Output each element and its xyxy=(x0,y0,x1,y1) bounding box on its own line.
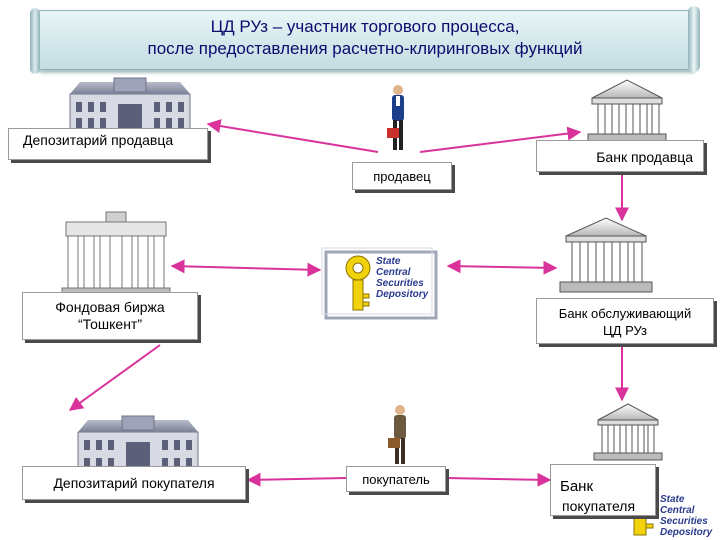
stock-exchange-label-line-2: “Тошкент” xyxy=(77,316,142,332)
buyer-label: покупатель xyxy=(346,466,446,492)
seller-person-icon xyxy=(387,85,404,150)
logo-corner-line-2: Central xyxy=(660,505,695,516)
arrow-servicing-bank-to-logo xyxy=(446,259,558,275)
logo-corner-text: State Central Securities Depository xyxy=(660,494,712,538)
servicing-bank-label-line-2: ЦД РУз xyxy=(603,323,647,338)
seller-label: продавец xyxy=(352,162,452,190)
buyer-bank-label-box xyxy=(550,464,656,516)
buyer-person-icon xyxy=(388,405,406,464)
depository-logo-center xyxy=(321,247,438,320)
buyer-depository-label: Депозитарий покупателя xyxy=(22,466,246,500)
flow-arrows xyxy=(68,119,629,487)
stock-exchange-label-line-1: Фондовая биржа xyxy=(55,299,165,315)
logo-center-line-1: State xyxy=(376,256,401,267)
diagram-title: ЦД РУз – участник торгового процесса, по… xyxy=(50,16,680,60)
arrow-exchange-to-buyer-depository xyxy=(68,344,161,411)
servicing-bank-label: Банк обслуживающий ЦД РУз xyxy=(536,298,714,344)
arrow-buyer-to-depository xyxy=(246,472,347,487)
seller-depository-label: Депозитарий продавца xyxy=(8,128,208,160)
logo-corner-line-1: State xyxy=(660,494,685,505)
logo-corner-line-3: Securities xyxy=(660,516,708,527)
title-line-2: после предоставления расчетно-клиринговы… xyxy=(147,39,583,58)
stock-exchange-building-icon xyxy=(61,211,171,295)
scroll-curl-left xyxy=(30,8,40,74)
scroll-curl-right xyxy=(688,6,700,72)
arrow-seller-to-depository xyxy=(206,119,379,153)
stock-exchange-label: Фондовая биржа “Тошкент” xyxy=(22,292,198,340)
buyer-bank-label-line-1: Банк xyxy=(560,478,594,495)
title-banner: ЦД РУз – участник торгового процесса, по… xyxy=(30,6,700,74)
title-banner-body xyxy=(36,10,694,70)
servicing-bank-label-line-1: Банк обслуживающий xyxy=(558,306,692,321)
seller-bank-building-icon xyxy=(587,79,667,143)
seller-bank-label: Банк продавца xyxy=(536,140,704,172)
arrow-seller-to-bank xyxy=(419,126,582,153)
logo-center-line-3: Securities xyxy=(376,278,424,289)
logo-center-line-2: Central xyxy=(376,267,411,278)
buyer-bank-label-line-2: покупателя xyxy=(562,498,636,514)
logo-center-line-4: Depository xyxy=(376,289,429,300)
title-line-1: ЦД РУз – участник торгового процесса, xyxy=(210,17,520,36)
logo-corner-line-4: Depository xyxy=(660,527,713,538)
arrow-buyer-to-bank xyxy=(445,472,552,487)
arrow-exchange-to-logo xyxy=(170,259,322,277)
servicing-bank-building-icon xyxy=(559,217,653,293)
logo-center-text: State Central Securities Depository xyxy=(376,256,428,300)
buyer-bank-building-icon xyxy=(593,403,663,461)
